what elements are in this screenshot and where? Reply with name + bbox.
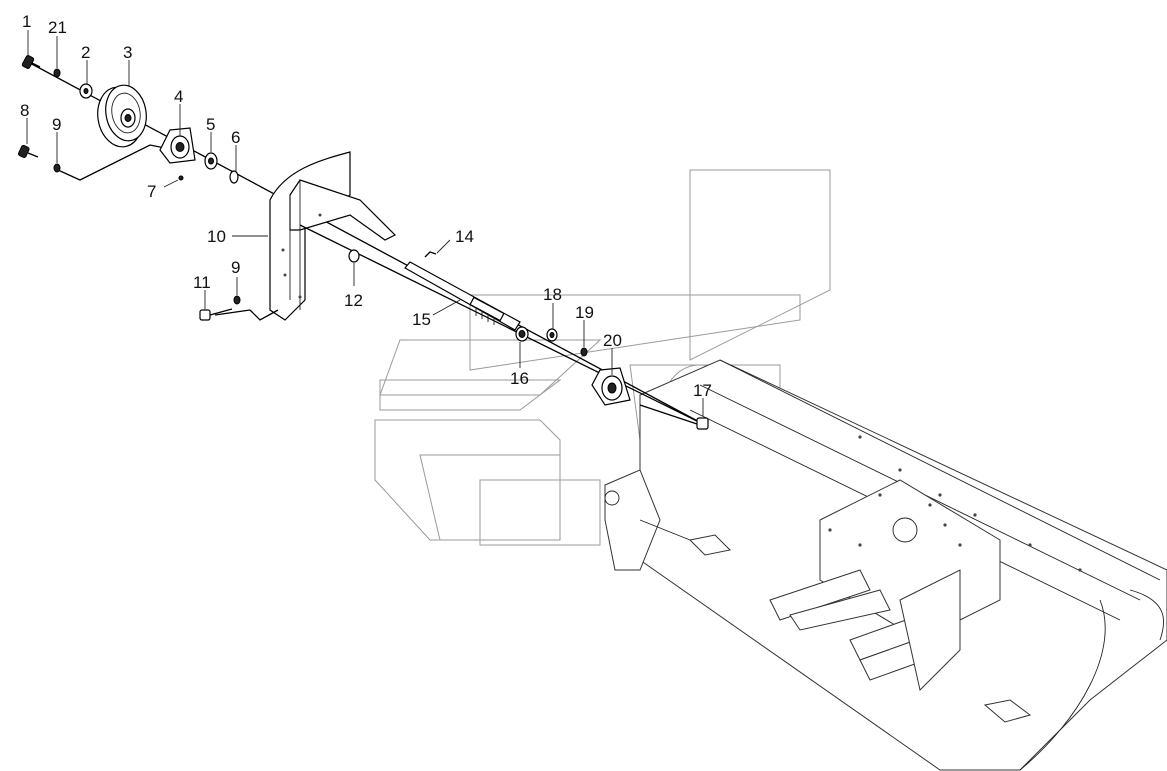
bolt-part-1 <box>21 55 41 69</box>
callout-1: 1 <box>22 12 31 31</box>
bolt-8-axis <box>57 144 176 181</box>
washer-part-9-upper <box>53 163 61 173</box>
callout-20: 20 <box>603 331 622 350</box>
callout-21: 21 <box>48 18 67 37</box>
callout-8: 8 <box>20 101 29 120</box>
shaft-part-15 <box>404 261 521 331</box>
key-part-14 <box>424 251 437 258</box>
callout-17: 17 <box>693 381 712 400</box>
nut-part-12 <box>348 249 360 263</box>
callout-10: 10 <box>207 227 226 246</box>
shield-guard-part-10 <box>269 151 397 321</box>
callout-3: 3 <box>123 43 132 62</box>
callout-6: 6 <box>231 128 240 147</box>
callout-14: 14 <box>455 227 474 246</box>
callout-16: 16 <box>510 369 529 388</box>
callout-7: 7 <box>147 182 156 201</box>
callout-19: 19 <box>575 303 594 322</box>
callout-12: 12 <box>344 291 363 310</box>
header-frame <box>604 359 1167 771</box>
callout-4: 4 <box>174 87 183 106</box>
ring-part-6 <box>229 170 239 184</box>
pulley-part-3 <box>97 84 147 148</box>
callout-15: 15 <box>412 310 431 329</box>
shaft-axis <box>299 224 706 426</box>
bolt-part-11 <box>199 308 233 321</box>
nut-part-7 <box>178 175 184 181</box>
callout-9-lower: 9 <box>231 258 240 277</box>
bolt-part-8 <box>17 144 39 158</box>
ring-part-19 <box>580 347 588 357</box>
washer-part-9-lower <box>233 295 241 305</box>
washer-part-21 <box>53 68 61 78</box>
callout-18: 18 <box>543 285 562 304</box>
callout-labels: 1 21 2 3 4 5 6 7 8 9 10 11 9 12 14 15 16… <box>20 12 712 400</box>
callout-9-upper: 9 <box>52 115 61 134</box>
bearing-flange-part-20 <box>591 367 631 406</box>
callout-11: 11 <box>193 273 211 292</box>
leader-lines <box>26 30 704 416</box>
callout-5: 5 <box>206 115 215 134</box>
bolt-11-axis <box>249 309 279 321</box>
bolt-part-17 <box>639 404 709 430</box>
callout-2: 2 <box>81 43 90 62</box>
bearing-flange-part-4 <box>159 127 196 164</box>
